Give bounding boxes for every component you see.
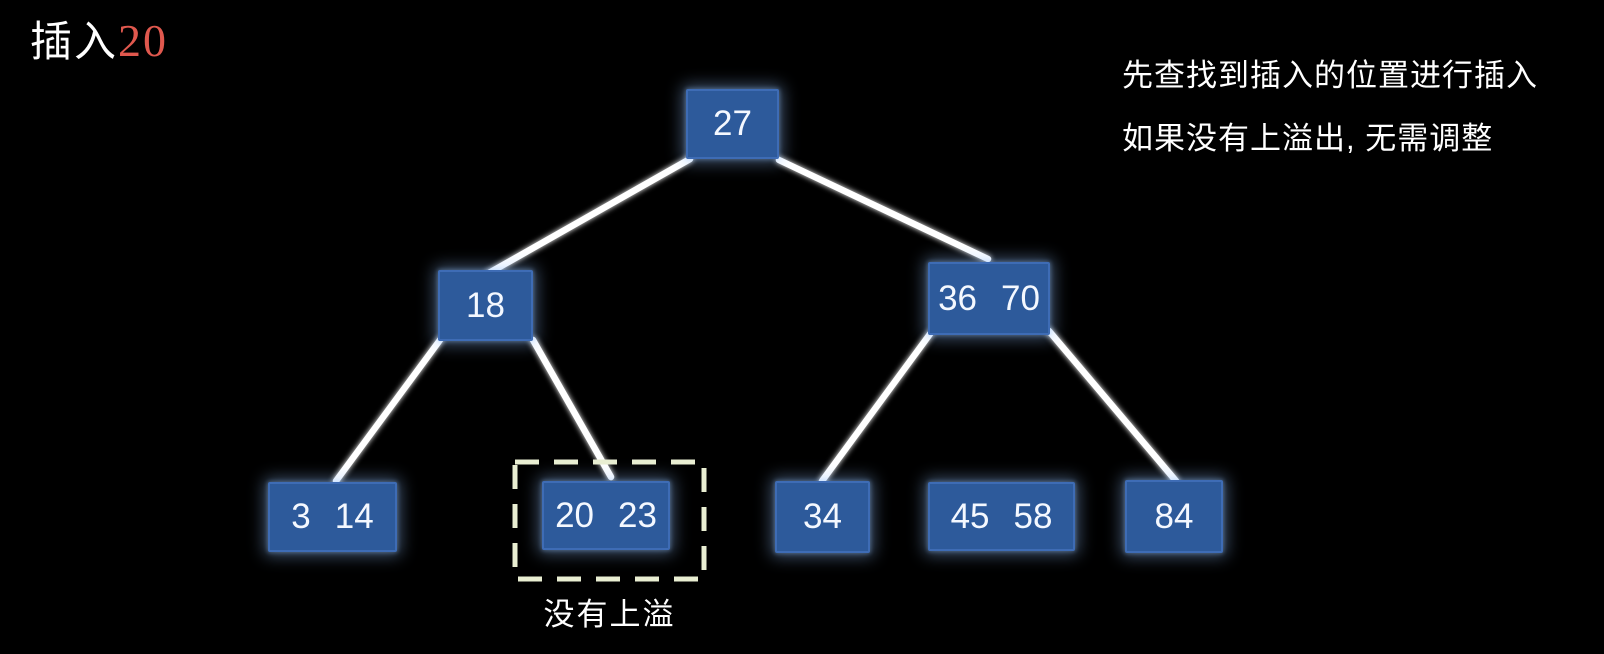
node-key-23: 23 [618,495,657,535]
tree-node-27: 27 [686,89,779,159]
tree-node-34: 34 [775,481,870,553]
notes-block: 先查找到插入的位置进行插入 如果没有上溢出, 无需调整 [1122,44,1538,170]
tree-node-84: 84 [1125,480,1223,553]
tree-node-3-14: 3 14 [268,482,397,552]
tree-node-45-58: 45 58 [928,482,1075,551]
tree-node-18: 18 [438,270,533,341]
highlight-dashed-box [512,459,707,582]
tree-edge-node-36-70-node-84 [1045,327,1180,485]
node-key-34: 34 [803,497,842,536]
node-key-14: 14 [334,497,374,536]
tree-edge-node-36-70-node-34 [818,330,934,485]
node-key-27: 27 [713,104,752,143]
node-key-20: 20 [555,495,594,535]
node-key-45: 45 [950,496,990,536]
tree-edge-node-18-node-20-23 [529,336,615,481]
node-key-36: 36 [938,278,977,318]
tree-edge-node-18-node-3-14 [332,336,444,485]
tree-edge-node-27-node-36-70 [775,156,992,263]
node-key-84: 84 [1154,496,1194,536]
node-key-70: 70 [1001,278,1040,318]
note-line-1: 先查找到插入的位置进行插入 [1122,58,1538,93]
title-text: 插入 [30,18,119,65]
node-key-18: 18 [466,285,505,325]
node-key-58: 58 [1013,496,1053,536]
overflow-annotation: 没有上溢 [543,597,676,632]
node-key-3: 3 [291,497,311,536]
note-line-2: 如果没有上溢出, 无需调整 [1122,121,1494,156]
tree-edge-node-27-node-18 [485,155,694,277]
inserted-value: 20 [118,15,169,66]
slide-title: 插入20 [30,8,168,69]
tree-node-36-70: 36 70 [928,262,1050,335]
